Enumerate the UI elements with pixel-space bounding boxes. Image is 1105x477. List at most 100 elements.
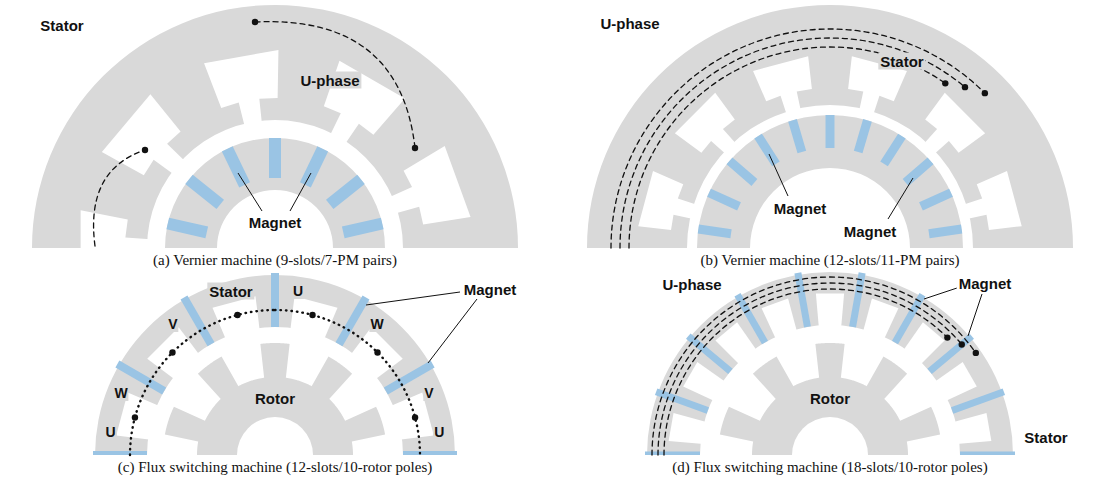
rotor-bore xyxy=(792,417,868,455)
figure-caption: (c) Flux switching machine (12-slots/10-… xyxy=(116,459,435,476)
coil-dot xyxy=(962,84,968,90)
machine-panel xyxy=(645,272,1015,455)
stator-slot xyxy=(715,322,757,365)
leader-line xyxy=(290,173,311,211)
stator-magnet xyxy=(686,333,733,374)
coil-dot xyxy=(412,414,418,420)
coil-path xyxy=(255,22,415,148)
coil-dot xyxy=(142,147,148,153)
stator-slot xyxy=(81,210,151,248)
coil-dot xyxy=(234,312,240,318)
phase-letter: U xyxy=(433,424,445,440)
coil-dot xyxy=(982,90,988,96)
rotor-magnet xyxy=(222,146,250,187)
coil-dot xyxy=(252,19,258,25)
figure-caption: (d) Flux switching machine (18-slots/10-… xyxy=(670,459,989,476)
part-label: Magnet xyxy=(462,281,519,298)
phase-letter: U xyxy=(292,283,304,299)
coil-dot xyxy=(959,341,965,347)
stator-slot xyxy=(638,171,697,230)
stator-magnet xyxy=(892,293,926,344)
figure-caption: (b) Vernier machine (12-slots/11-PM pair… xyxy=(698,252,961,269)
coil-path xyxy=(94,150,145,246)
rotor-magnet xyxy=(903,158,934,186)
coil-dot xyxy=(973,350,979,356)
rotor-magnet xyxy=(166,218,208,239)
part-label: Stator xyxy=(207,282,254,299)
rotor-bore xyxy=(237,417,313,455)
leader-line xyxy=(924,288,957,299)
rotor-magnet xyxy=(300,146,328,187)
stator-slot xyxy=(669,413,708,444)
rotor-core xyxy=(697,115,963,248)
rotor-magnet xyxy=(826,115,835,148)
stator-slot xyxy=(683,362,726,401)
coil-dot xyxy=(374,349,380,355)
stator-magnet xyxy=(336,295,370,346)
rotor-magnet xyxy=(342,218,384,239)
phase-letter: W xyxy=(113,385,128,401)
stator-slot xyxy=(934,362,977,401)
stator-slot xyxy=(963,171,1022,230)
stator-slot xyxy=(753,56,812,115)
stator-core xyxy=(647,272,1013,455)
rotor-magnet xyxy=(727,158,758,186)
phase-letter: V xyxy=(167,316,178,332)
stator-slot xyxy=(762,299,798,340)
coil-path xyxy=(611,29,985,248)
stator-slot xyxy=(924,93,985,154)
rotor-magnet xyxy=(269,138,281,178)
coil-dot xyxy=(942,80,948,86)
stator-slot xyxy=(816,294,844,329)
rotor-core xyxy=(165,138,385,248)
stator-slot xyxy=(212,296,259,340)
rotor-core xyxy=(165,343,385,455)
phase-label: U-phase xyxy=(298,72,361,89)
part-label: Rotor xyxy=(253,390,297,407)
part-label: Stator xyxy=(1022,429,1069,446)
part-label: Magnet xyxy=(247,214,304,231)
part-label: Magnet xyxy=(957,275,1014,292)
coil-dot xyxy=(132,414,138,420)
part-label: Stator xyxy=(878,53,925,70)
stator-magnet xyxy=(734,293,768,344)
stator-magnet xyxy=(951,388,1005,413)
coil-path xyxy=(620,38,965,248)
phase-label: U-phase xyxy=(598,15,661,32)
stator-slot xyxy=(675,93,736,154)
stator-slot xyxy=(389,146,470,225)
coil-indicators xyxy=(94,19,988,455)
stator-slot xyxy=(290,296,337,340)
coil-dot xyxy=(169,349,175,355)
part-label: Rotor xyxy=(808,390,852,407)
coil-dot xyxy=(412,145,418,151)
stator-magnet xyxy=(849,272,865,327)
part-label: Magnet xyxy=(772,200,829,217)
stator-core xyxy=(32,5,518,248)
rotor-magnet xyxy=(754,134,779,167)
leader-line xyxy=(366,292,460,305)
leader-line xyxy=(428,299,477,363)
coil-dot xyxy=(944,334,950,340)
coil-path xyxy=(130,310,420,455)
rotor-magnet xyxy=(928,225,962,239)
stator-slot xyxy=(102,94,185,175)
rotor-magnet xyxy=(698,225,732,239)
coil-path xyxy=(652,277,976,455)
rotor-core xyxy=(720,343,940,455)
rotor-magnet xyxy=(880,134,905,167)
stator-magnet xyxy=(960,452,1015,456)
figure-caption: (a) Vernier machine (9-slots/7-PM pairs) xyxy=(151,252,399,269)
stator-slot xyxy=(204,50,278,127)
stator-magnet xyxy=(93,451,147,455)
leader-line xyxy=(769,154,788,196)
leader-line xyxy=(888,178,913,219)
phase-label: U-phase xyxy=(660,276,723,293)
stator-slot xyxy=(863,299,899,340)
coil-path xyxy=(629,47,945,248)
machine-panel xyxy=(32,5,518,248)
rotor-magnet xyxy=(854,119,872,153)
rotor-magnet xyxy=(185,175,224,209)
